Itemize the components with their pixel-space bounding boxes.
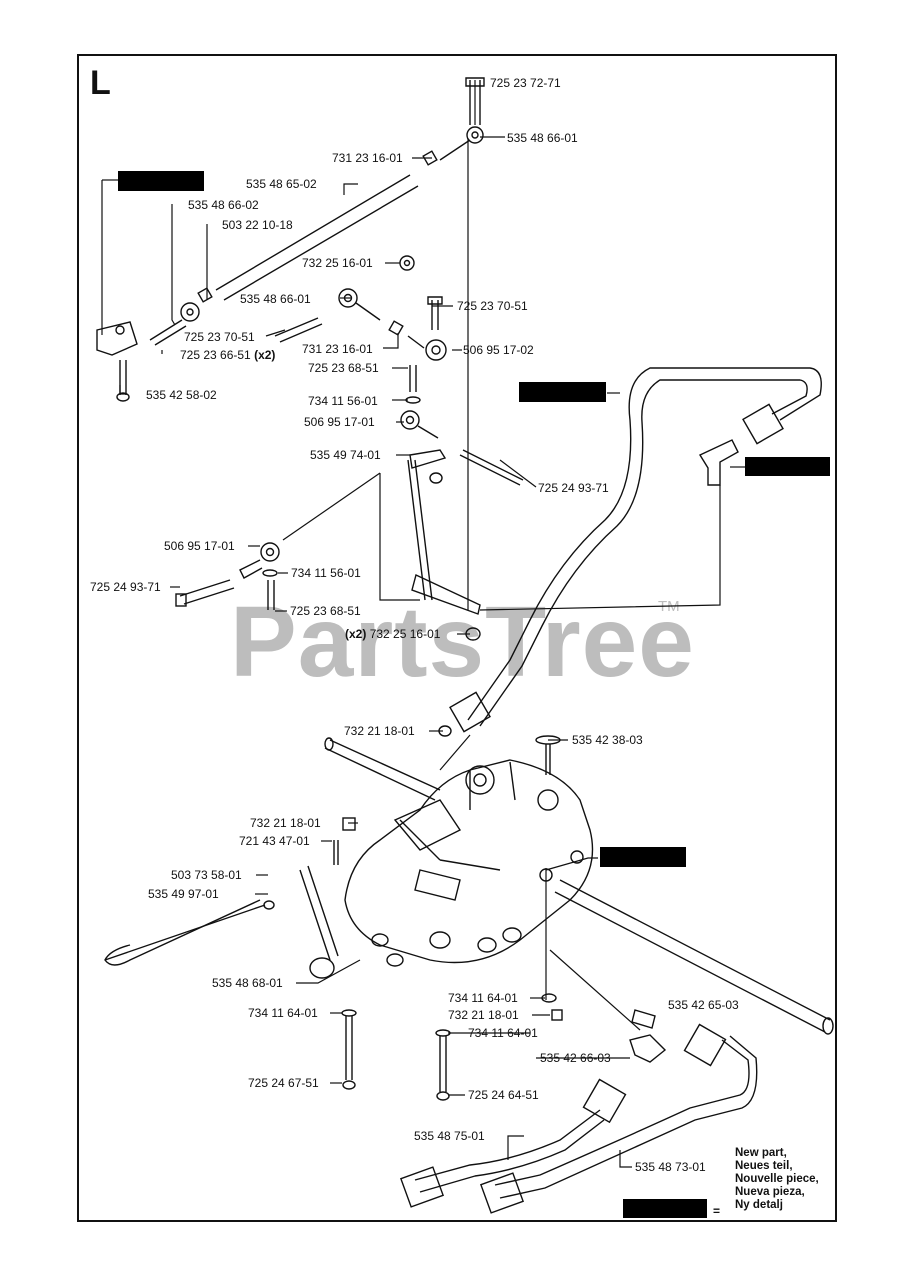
part-label-qty: 725 23 66-51 (x2) [180,348,275,362]
legend: New part, Neues teil, Nouvelle piece, Nu… [735,1147,819,1212]
part-label: 731 23 16-01 [302,342,373,356]
part-label: 535 49 74-01 [310,448,381,462]
part-label: 535 48 66-01 [240,292,311,306]
part-label: 732 25 16-01 [369,627,441,641]
quantity-mark: (x2) [254,348,276,362]
part-label: 535 48 66-02 [188,198,259,212]
part-label: 503 22 10-18 [222,218,293,232]
part-label: 725 23 70-51 [457,299,528,313]
part-label: 506 95 17-01 [304,415,375,429]
legend-line: Neues teil, [735,1160,793,1172]
part-label: 732 21 18-01 [250,816,321,830]
part-label: 731 23 16-01 [332,151,403,165]
quantity-mark: (x2) [345,627,367,641]
part-label: 535 48 68-01 [212,976,283,990]
new-part-marker [745,457,830,476]
part-label: 734 11 64-01 [448,991,518,1005]
part-label: 725 23 70-51 [184,330,255,344]
part-label: 734 11 64-01 [248,1006,318,1020]
part-label: 535 48 65-02 [246,177,317,191]
new-part-marker [600,847,686,867]
legend-line: New part, [735,1147,787,1159]
part-label: 734 11 64-01 [468,1026,538,1040]
new-part-marker [118,171,204,191]
part-label: 506 95 17-01 [164,539,235,553]
part-label: 725 24 64-51 [468,1088,539,1102]
part-label: 734 11 56-01 [291,566,361,580]
part-label: 732 21 18-01 [448,1008,519,1022]
part-label: 725 23 68-51 [290,604,361,618]
part-label: 535 48 75-01 [414,1129,485,1143]
part-label: 506 95 17-02 [463,343,534,357]
legend-line: Nueva pieza, [735,1186,805,1198]
part-label: 725 24 93-71 [90,580,161,594]
part-label: 535 42 65-03 [668,998,739,1012]
legend-line: Nouvelle piece, [735,1173,819,1185]
legend-new-part-swatch [623,1199,707,1218]
legend-line: Ny detalj [735,1199,783,1211]
part-label: 535 48 73-01 [635,1160,706,1174]
part-label: 732 21 18-01 [344,724,415,738]
part-label: 535 48 66-01 [507,131,578,145]
part-label: 734 11 56-01 [308,394,378,408]
part-label: 725 23 72-71 [490,76,561,90]
part-label: 732 25 16-01 [302,256,373,270]
part-label: 725 23 68-51 [308,361,379,375]
part-label: 503 73 58-01 [171,868,242,882]
section-letter: L [90,64,111,102]
part-label: 535 42 66-03 [540,1051,611,1065]
new-part-marker [519,382,606,402]
watermark: PartsTree [230,586,695,698]
part-label: 725 23 66-51 [180,348,251,362]
part-label: 535 42 58-02 [146,388,217,402]
diagram-frame [77,54,837,1222]
part-label: 725 24 67-51 [248,1076,319,1090]
part-label: 535 42 38-03 [572,733,643,747]
legend-equals: = [713,1204,721,1218]
part-label: 725 24 93-71 [538,481,609,495]
part-label: 535 49 97-01 [148,887,219,901]
part-label: 721 43 47-01 [239,834,310,848]
part-label-qty: (x2) 732 25 16-01 [345,627,440,641]
